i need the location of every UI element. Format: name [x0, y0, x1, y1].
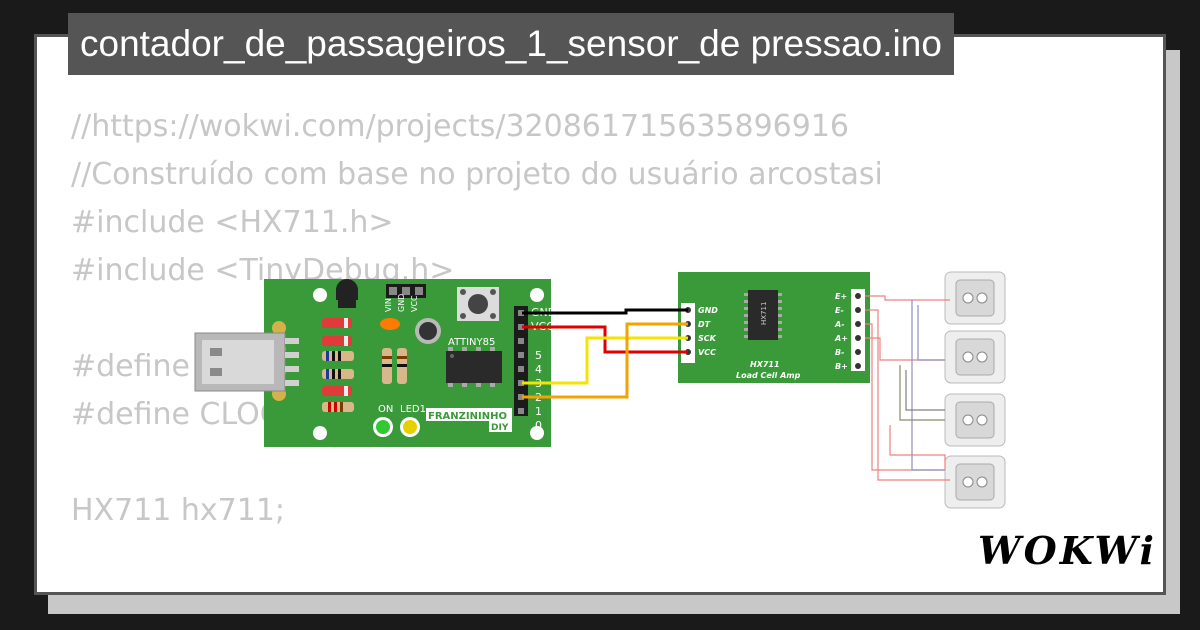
load-cell[interactable]: [944, 271, 1006, 325]
hx-pin-label: GND: [698, 306, 718, 315]
pin-label: 0: [535, 419, 542, 432]
code-line: #include <HX711.h>: [71, 205, 394, 240]
header-label: VCC: [410, 295, 419, 312]
hx711-chip: HX711: [744, 290, 782, 340]
load-cells[interactable]: [944, 271, 1006, 509]
wokwi-logo: WOKWi: [978, 528, 1157, 573]
wires[interactable]: [522, 308, 688, 399]
mount-hole: [530, 288, 544, 302]
project-title: contador_de_passageiros_1_sensor_de pres…: [68, 13, 954, 75]
brand-sub-label: DIY: [491, 423, 509, 433]
hx-pin-label: B-: [835, 348, 844, 357]
load-cell[interactable]: [944, 393, 1006, 447]
pin-label: 5: [535, 349, 542, 362]
code-line: //https://wokwi.com/projects/32086171563…: [71, 109, 850, 144]
led-label: ON: [378, 404, 393, 415]
power-header[interactable]: VIN GND VCC: [384, 284, 426, 312]
board-brand: FRANZININHO DIY: [426, 408, 512, 433]
orange-component: [380, 318, 400, 330]
usb-connector: [194, 332, 299, 392]
franzininho-board[interactable]: VIN GND VCC: [194, 279, 556, 447]
mount-hole: [530, 426, 544, 440]
pin-label: 4: [535, 363, 542, 376]
code-line: #define: [71, 349, 191, 384]
wire-gnd: [522, 308, 688, 315]
hx-pin-label: VCC: [698, 348, 716, 357]
hx-pin-label: E+: [835, 292, 847, 301]
load-cell[interactable]: [944, 455, 1006, 509]
capacitor: [415, 318, 441, 344]
hx-pin-label: DT: [698, 320, 711, 329]
wire-sck: [522, 336, 688, 385]
led-label: LED1: [400, 404, 426, 415]
header-label: GND: [397, 294, 406, 312]
mount-hole: [313, 288, 327, 302]
load-cell-wires: [865, 295, 950, 481]
chip-label: ATTINY85: [448, 337, 495, 348]
led-indicators: ON LED1: [373, 404, 426, 437]
hx-pin-label: A+: [834, 334, 848, 343]
code-line: HX711 hx711;: [71, 493, 286, 528]
header-label: VIN: [384, 298, 393, 312]
hx-pin-label: B+: [835, 362, 848, 371]
mount-hole: [313, 426, 327, 440]
attiny85-chip: ATTINY85: [446, 337, 502, 387]
reset-button[interactable]: [457, 287, 499, 321]
code-preview: //https://wokwi.com/projects/32086171563…: [71, 103, 883, 583]
hx-pin-label: E-: [835, 306, 844, 315]
hx-pin-label: A-: [834, 320, 845, 329]
voltage-regulator: [336, 279, 358, 308]
hx711-module[interactable]: GND DT SCK VCC HX711 HX711 Load Cell Amp…: [678, 272, 870, 383]
code-line: //Construído com base no projeto do usuá…: [71, 157, 883, 192]
resistors: [322, 318, 407, 412]
brand-label: FRANZININHO: [428, 411, 507, 422]
wire-dt: [522, 322, 688, 399]
chip-label: HX711: [760, 302, 768, 325]
load-cell[interactable]: [944, 330, 1006, 384]
pin-label: 1: [535, 405, 542, 418]
hx711-subtitle: Load Cell Amp: [736, 371, 801, 380]
hx711-name: HX711: [750, 360, 780, 369]
hx-pin-label: SCK: [698, 334, 717, 343]
